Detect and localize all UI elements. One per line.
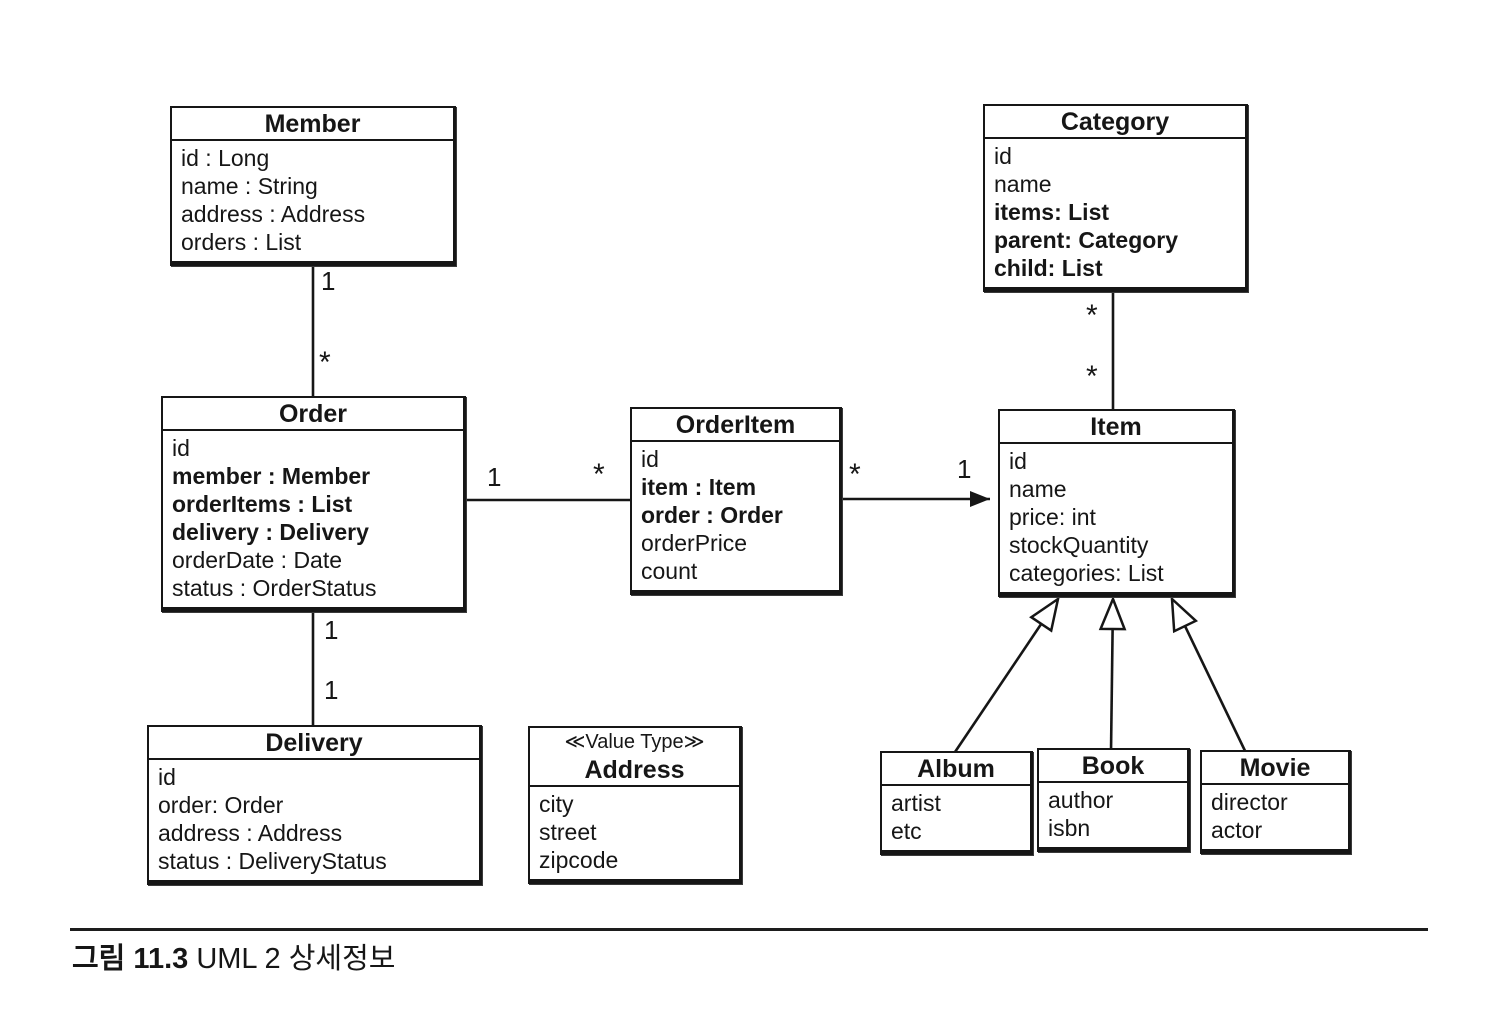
multiplicity-label: 1 [324, 615, 339, 645]
class-attribute: id [1009, 448, 1027, 474]
figure-number: 그림 11.3 [72, 943, 189, 975]
stereotype-label: ≪Value Type≫ [564, 731, 705, 753]
generalization-book-item [1098, 595, 1127, 753]
class-attributes: director actor [1202, 785, 1348, 849]
class-attribute: id [994, 143, 1012, 169]
class-attribute: id [641, 446, 659, 472]
class-attributes: id name items: List parent: Category chi… [985, 139, 1245, 287]
class-attribute: parent: Category [994, 227, 1179, 253]
class-attribute: order : Order [641, 502, 783, 528]
class-attribute: zipcode [539, 847, 619, 873]
class-attribute: order: Order [158, 792, 284, 818]
class-title: Album [882, 753, 1030, 786]
class-attribute: child: List [994, 255, 1103, 281]
class-title: Delivery [149, 727, 479, 760]
class-box-movie: Movie director actor [1200, 750, 1351, 854]
class-attribute: item : Item [641, 474, 757, 500]
class-attribute: artist [891, 790, 941, 816]
class-box-album: Album artist etc [880, 751, 1033, 855]
class-attribute: author [1048, 787, 1114, 813]
class-attribute: delivery : Delivery [172, 519, 369, 545]
class-attribute: id : Long [181, 145, 270, 171]
class-attribute: name [1009, 476, 1067, 502]
class-attributes: city street zipcode [530, 787, 739, 879]
figure-title: UML 2 상세정보 [196, 943, 396, 975]
class-attribute: count [641, 558, 698, 584]
generalization-album-item [951, 596, 1060, 756]
class-box-order: Order id member : Member orderItems : Li… [161, 396, 466, 612]
class-attribute: actor [1211, 817, 1263, 843]
class-attributes: id : Long name : String address : Addres… [172, 141, 453, 261]
class-box-delivery: Delivery id order: Order address : Addre… [147, 725, 482, 885]
class-header: ≪Value Type≫ Address [530, 728, 739, 787]
class-attribute: address : Address [158, 820, 343, 846]
class-attribute: orderDate : Date [172, 547, 343, 573]
class-attribute: price: int [1009, 504, 1096, 530]
class-attribute: name [994, 171, 1052, 197]
class-attribute: name : String [181, 173, 318, 199]
class-attribute: status : OrderStatus [172, 575, 377, 601]
class-attributes: id member : Member orderItems : List del… [163, 431, 463, 607]
class-attribute: id [172, 435, 190, 461]
figure-caption: 그림 11.3 UML 2 상세정보 [72, 941, 395, 977]
class-box-book: Book author isbn [1037, 748, 1190, 852]
class-title: Address [584, 756, 685, 784]
class-attributes: author isbn [1039, 783, 1187, 847]
class-attribute: etc [891, 818, 922, 844]
class-box-category: Category id name items: List parent: Cat… [983, 104, 1248, 292]
class-attribute: stockQuantity [1009, 532, 1149, 558]
class-attribute: street [539, 819, 597, 845]
class-title: Member [172, 108, 453, 141]
class-attribute: categories: List [1009, 560, 1164, 586]
multiplicity-label: * [1086, 360, 1098, 393]
class-title: Book [1039, 750, 1187, 783]
class-attribute: orders : List [181, 229, 302, 255]
class-attributes: id order: Order address : Address status… [149, 760, 479, 880]
multiplicity-label: * [593, 458, 605, 491]
class-box-address: ≪Value Type≫ Address city street zipcode [528, 726, 742, 884]
class-attributes: id item : Item order : Order orderPrice … [632, 442, 839, 590]
multiplicity-label: 1 [321, 266, 336, 296]
multiplicity-label: * [1086, 299, 1098, 332]
class-title: Movie [1202, 752, 1348, 785]
class-attribute: items: List [994, 199, 1110, 225]
generalization-movie-item [1170, 595, 1249, 756]
class-attribute: address : Address [181, 201, 366, 227]
multiplicity-label: * [849, 458, 861, 491]
multiplicity-label: 1 [957, 454, 972, 484]
class-attributes: artist etc [882, 786, 1030, 850]
multiplicity-label: * [319, 346, 331, 379]
class-box-orderitem: OrderItem id item : Item order : Order o… [630, 407, 842, 595]
class-title: OrderItem [632, 409, 839, 442]
class-attribute: member : Member [172, 463, 371, 489]
class-box-member: Member id : Long name : String address :… [170, 106, 456, 266]
class-attribute: director [1211, 789, 1288, 815]
class-attribute: city [539, 791, 574, 817]
multiplicity-label: 1 [487, 462, 502, 492]
class-title: Item [1000, 411, 1232, 444]
class-attribute: status : DeliveryStatus [158, 848, 387, 874]
class-title: Order [163, 398, 463, 431]
caption-divider [70, 928, 1428, 931]
class-attribute: id [158, 764, 176, 790]
class-attributes: id name price: int stockQuantity categor… [1000, 444, 1232, 592]
class-attribute: isbn [1048, 815, 1091, 841]
class-attribute: orderItems : List [172, 491, 353, 517]
class-title: Category [985, 106, 1245, 139]
class-attribute: orderPrice [641, 530, 748, 556]
class-box-item: Item id name price: int stockQuantity ca… [998, 409, 1235, 597]
multiplicity-label: 1 [324, 675, 339, 705]
